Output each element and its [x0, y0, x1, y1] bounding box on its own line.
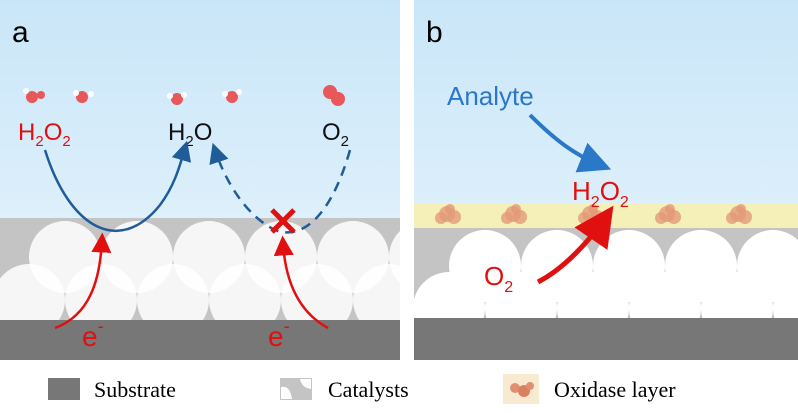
electron-arrow-left — [54, 232, 112, 330]
electron-arrow-right — [273, 235, 329, 330]
legend-catalysts: Catalysts — [328, 377, 409, 402]
legend-substrate: Substrate — [94, 377, 176, 402]
substrate — [414, 318, 798, 360]
oxidase-enzyme — [578, 212, 590, 224]
h2o2-molecule-icon — [23, 88, 94, 103]
substrate-swatch — [48, 378, 80, 400]
legend: Substrate Catalysts Oxidase layer — [48, 374, 676, 404]
electron-label-left: e- — [82, 316, 104, 352]
oxidase-enzyme — [655, 212, 667, 224]
o2-label: O2 — [484, 261, 513, 296]
electron-label-right: e- — [268, 316, 290, 352]
catalysts-swatch — [280, 378, 312, 400]
analyte-arrow — [528, 113, 612, 173]
panel-label-a: a — [12, 16, 29, 49]
panel-label-b: b — [426, 16, 443, 49]
reduction-pathway-arrow — [43, 140, 192, 232]
catalyst-particle — [65, 264, 137, 336]
catalyst-particle — [353, 264, 400, 336]
panel-a: a H2O2 H2O O2 e- e- — [0, 0, 400, 360]
h2o-molecule-icon — [167, 89, 242, 105]
oxidase-enzyme — [445, 204, 455, 214]
substrate — [0, 320, 400, 360]
analyte-label: Analyte — [447, 81, 534, 111]
panel-b: b Analyte H2O2 O2 — [414, 0, 798, 360]
blocked-cross-icon — [270, 208, 296, 234]
catalyst-particles — [0, 221, 400, 336]
catalyst-particle — [0, 264, 65, 336]
o2-molecule-icon — [323, 85, 345, 106]
o2-conversion-arrow — [536, 205, 614, 285]
h2o2-label: H2O2 — [18, 119, 71, 150]
h2o2-label: H2O2 — [572, 176, 629, 211]
oxidase-enzyme — [665, 204, 675, 214]
catalyst-particle — [137, 264, 209, 336]
oxidase-enzyme — [511, 204, 521, 214]
oxidase-enzyme — [435, 212, 447, 224]
catalyst-particle — [209, 264, 281, 336]
oxidase-swatch — [503, 374, 539, 404]
catalyst-particle — [281, 264, 353, 336]
oxidase-enzyme — [726, 212, 738, 224]
oxidase-enzyme — [501, 212, 513, 224]
o2-label: O2 — [322, 119, 349, 150]
legend-oxidase: Oxidase layer — [554, 377, 676, 402]
oxidase-enzyme — [736, 204, 746, 214]
